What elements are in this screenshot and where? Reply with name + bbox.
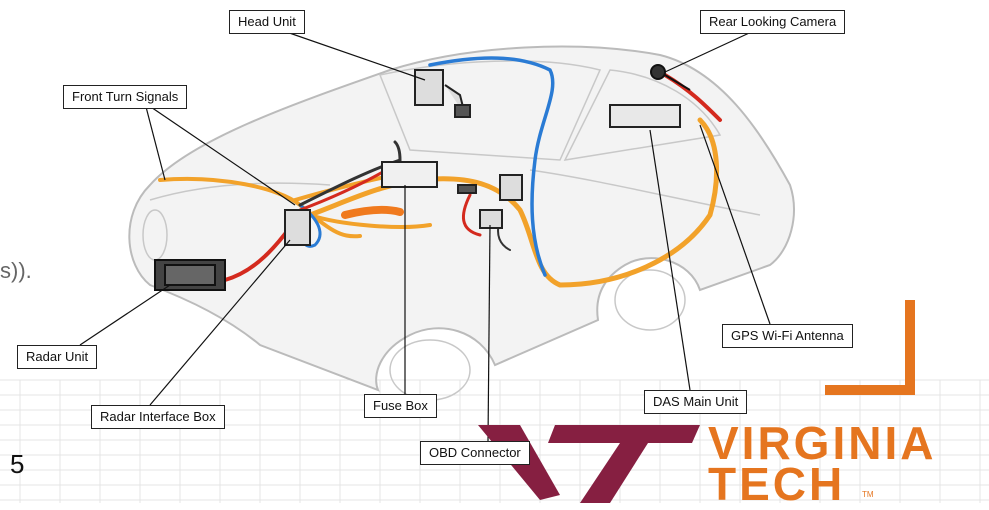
radar-interface-box-label: Radar Interface Box bbox=[91, 405, 225, 429]
gps-antenna-label: GPS Wi-Fi Antenna bbox=[722, 324, 853, 348]
das-main-unit-label: DAS Main Unit bbox=[644, 390, 747, 414]
front-turn-signals-label: Front Turn Signals bbox=[63, 85, 187, 109]
radar-unit-label: Radar Unit bbox=[17, 345, 97, 369]
rear-camera-label: Rear Looking Camera bbox=[700, 10, 845, 34]
das-main-unit bbox=[610, 105, 680, 127]
fuse-box-label: Fuse Box bbox=[364, 394, 437, 418]
radar-unit bbox=[155, 260, 225, 290]
radar-interface-box bbox=[285, 210, 310, 245]
logo-wordmark-line2: TECH bbox=[708, 461, 845, 507]
obd-connector-label: OBD Connector bbox=[420, 441, 530, 465]
logo-trademark: TM bbox=[862, 490, 874, 499]
page-number: 5 bbox=[10, 449, 24, 480]
fuse-box bbox=[382, 162, 437, 187]
head-unit-label: Head Unit bbox=[229, 10, 305, 34]
side-text-fragment: s)). bbox=[0, 258, 32, 284]
